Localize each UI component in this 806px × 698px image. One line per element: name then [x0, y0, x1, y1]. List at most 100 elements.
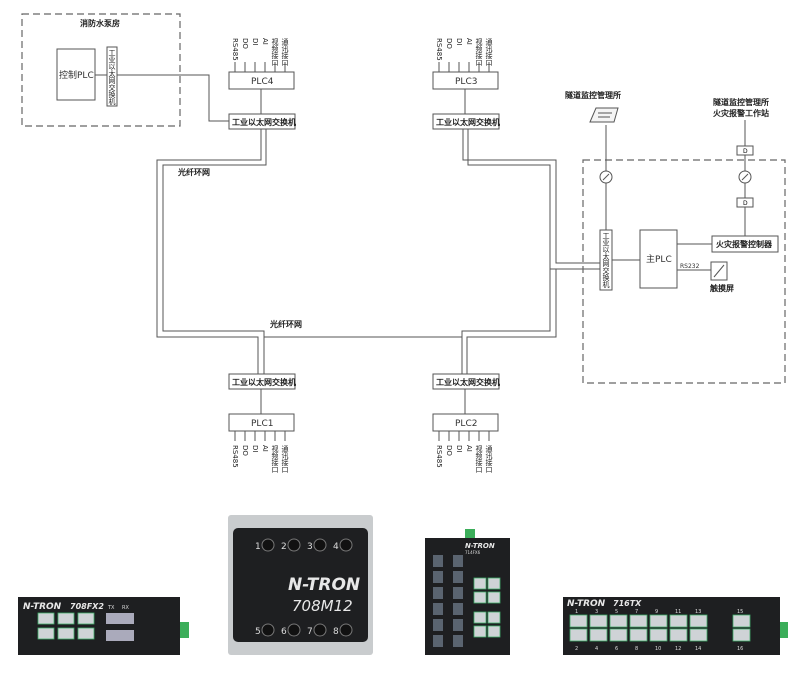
port-number: 4	[333, 542, 339, 552]
ethernet-switch-label: 工业以太网交换机	[232, 377, 296, 387]
fiber-port	[453, 555, 463, 567]
rj45-port	[669, 628, 688, 642]
converter-label-bottom: D	[743, 200, 748, 207]
fiber-converter-icon	[599, 170, 613, 184]
fiber-port	[453, 619, 463, 631]
pump-room-switch	[106, 46, 118, 107]
main-plc-label: 主PLC	[646, 253, 672, 265]
rs232-label: RS232	[680, 263, 700, 270]
device-model: 714FX6	[465, 550, 481, 555]
plc-pin-label: DO	[445, 445, 453, 456]
plc-pin-label: 视频接口	[475, 37, 483, 66]
rj45-port	[629, 614, 648, 628]
m12-port	[339, 538, 353, 552]
plc-pin-label: DO	[445, 38, 453, 49]
plc-pin-label: 通讯接口	[485, 444, 493, 473]
rj45-port	[487, 611, 501, 624]
control-center-switch-label: 工业以太网交换机	[602, 232, 610, 289]
tx-label: TX	[107, 605, 115, 611]
rx-label: RX	[122, 605, 129, 611]
rj45-port	[473, 625, 487, 638]
rj45-port	[732, 628, 751, 642]
rj45-port	[37, 627, 55, 640]
plc-pin-label: 通讯接口	[281, 37, 289, 66]
port-number: 14	[695, 646, 701, 652]
device-brand: N-TRON	[567, 599, 606, 609]
rj45-port	[649, 614, 668, 628]
rj45-port	[689, 628, 708, 642]
rj45-port	[629, 628, 648, 642]
ethernet-switch-box	[432, 373, 500, 390]
port-number: 1	[575, 609, 578, 615]
fiber-port	[453, 603, 463, 615]
rj45-port	[609, 628, 628, 642]
plc-pin-label: DO	[241, 38, 249, 49]
device-model: 716TX	[613, 599, 642, 608]
plc-pin-label: AI	[261, 445, 269, 452]
port-number: 10	[655, 646, 661, 652]
main-plc-box	[639, 229, 678, 289]
plc-label: PLC4	[251, 77, 274, 87]
m12-port	[313, 623, 327, 637]
rj45-port	[569, 614, 588, 628]
plc-pin-label: 通讯接口	[485, 37, 493, 66]
touch-screen-label: 触摸屏	[710, 283, 734, 293]
fiber-converter-icon	[738, 170, 752, 184]
ethernet-switch-label: 工业以太网交换机	[436, 117, 500, 127]
fiber-port	[453, 587, 463, 599]
fire-alarm-controller-label: 火灾报警控制器	[716, 239, 773, 249]
rj45-port	[669, 614, 688, 628]
fire-station-label-line2: 火灾报警工作站	[713, 108, 769, 118]
port-number: 8	[333, 627, 339, 637]
port-number: 16	[737, 646, 743, 652]
rj45-port	[487, 577, 501, 590]
port-number: 11	[675, 609, 681, 615]
m12-port	[287, 538, 301, 552]
rj45-port	[77, 612, 95, 625]
device-714fx6: N-TRON 714FX6	[425, 529, 510, 655]
port-number: 6	[281, 627, 287, 637]
rj45-port	[487, 591, 501, 604]
plc-label: PLC3	[455, 77, 477, 87]
m12-port	[313, 538, 327, 552]
fiber-port	[433, 555, 443, 567]
plc-pin-label: AI	[465, 445, 473, 452]
ethernet-switch-label: 工业以太网交换机	[436, 377, 500, 387]
plc-pin-label: 通讯接口	[281, 444, 289, 473]
plc-pin-label: DO	[241, 445, 249, 456]
fiber-port	[433, 587, 443, 599]
port-number: 2	[575, 646, 578, 652]
rj45-port	[473, 591, 487, 604]
plc-pin-label: 视频接口	[271, 444, 279, 473]
plc-label: PLC1	[251, 419, 273, 429]
ring-label-bottom: 光纤环网	[269, 319, 302, 329]
rj45-port	[57, 627, 75, 640]
device-brand: N-TRON	[465, 542, 495, 550]
plc-pin-label: RS485	[435, 445, 443, 468]
device-brand: N-TRON	[23, 602, 62, 612]
rj45-port	[569, 628, 588, 642]
port-number: 15	[737, 609, 743, 615]
device-708fx2: N-TRON 708FX2 TX RX	[18, 597, 189, 655]
m12-port	[339, 623, 353, 637]
pump-room-boundary	[21, 13, 181, 127]
port-number: 13	[695, 609, 701, 615]
rj45-port	[732, 614, 751, 628]
plc-pin-label: RS485	[435, 38, 443, 61]
port-number: 12	[675, 646, 681, 652]
plc-pin-label: 视频接口	[271, 37, 279, 66]
control-center-boundary	[582, 159, 786, 384]
rj45-port	[37, 612, 55, 625]
rj45-port	[649, 628, 668, 642]
ring-label-top: 光纤环网	[177, 167, 210, 177]
port-number: 8	[635, 646, 638, 652]
plc-pin-label: RS485	[231, 38, 239, 61]
ethernet-switch-box	[228, 113, 296, 130]
fiber-port	[433, 571, 443, 583]
port-number: 1	[255, 542, 261, 552]
plc-pin-label: RS485	[231, 445, 239, 468]
